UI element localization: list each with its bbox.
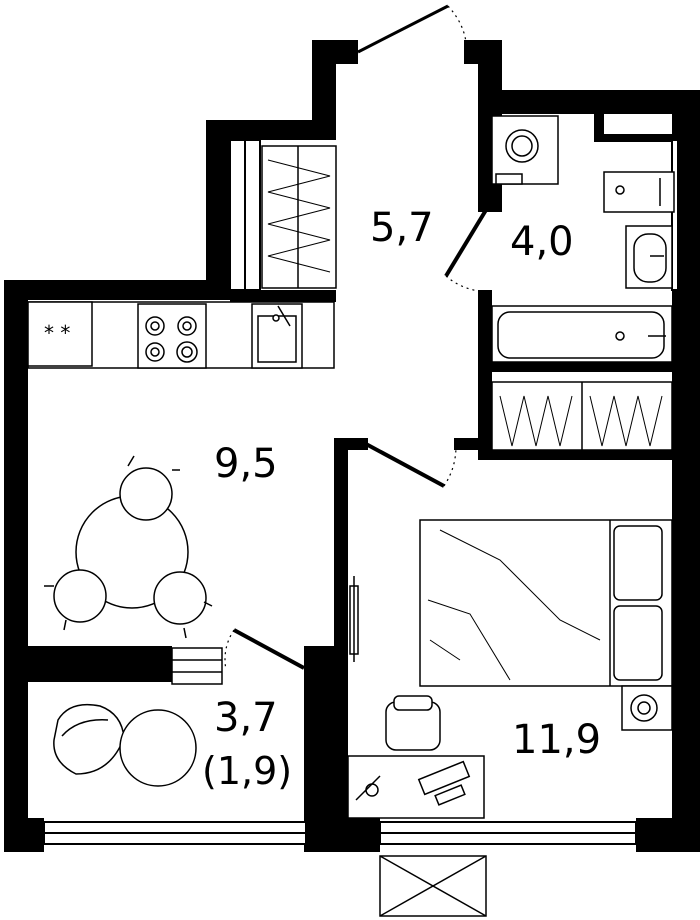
washbasin-icon bbox=[625, 225, 673, 289]
stove-icon bbox=[137, 303, 207, 369]
lounge-chair-icon bbox=[53, 703, 197, 787]
mirror-icon bbox=[349, 576, 359, 662]
room-area-balcony-reduced: (1,9) bbox=[202, 749, 293, 793]
entrance-hatch bbox=[379, 855, 487, 917]
sink-icon bbox=[251, 303, 303, 369]
bed-icon bbox=[419, 519, 673, 687]
bathtub-icon bbox=[491, 305, 673, 363]
chair-icon bbox=[44, 455, 213, 639]
balcony-door-sill bbox=[171, 647, 223, 685]
desk-icon bbox=[347, 755, 485, 819]
windows bbox=[43, 139, 679, 845]
room-area-kitchen-living: 9,5 bbox=[214, 441, 278, 487]
room-area-bathroom: 4,0 bbox=[510, 219, 574, 265]
fridge-icon: * * bbox=[44, 321, 70, 345]
room-area-bedroom: 11,9 bbox=[512, 717, 602, 763]
washing-machine-icon bbox=[603, 171, 675, 213]
chair-icon bbox=[385, 695, 441, 751]
room-area-hall: 5,7 bbox=[370, 205, 434, 251]
room-area-balcony: 3,7 bbox=[214, 695, 278, 741]
toilet-icon bbox=[491, 115, 559, 185]
doors bbox=[224, 4, 488, 671]
wardrobe-icon bbox=[491, 381, 673, 451]
svg-text:* *: * * bbox=[44, 321, 70, 345]
wardrobe-icon bbox=[261, 145, 337, 289]
radiator-icon bbox=[621, 685, 673, 731]
